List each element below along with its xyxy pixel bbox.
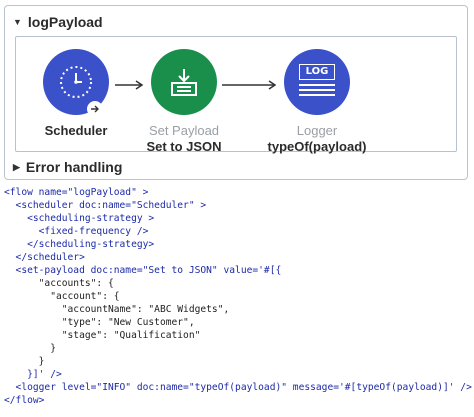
flow-canvas: ▼ logPayload Sch (4, 5, 468, 180)
code-line: <flow name="logPayload" > (4, 187, 149, 198)
code-line: "accountName": "ABC Widgets", (4, 304, 230, 315)
set-payload-icon (151, 49, 217, 115)
flow-box: Scheduler Set Payload Set (15, 36, 457, 155)
collapse-triangle-icon[interactable]: ▼ (13, 17, 22, 27)
log-glyph: LOG (299, 64, 335, 100)
node-title: Logger (296, 123, 338, 138)
source-arrow-icon (87, 101, 103, 117)
flow-name: logPayload (27, 14, 103, 30)
code-line: </flow> (4, 395, 45, 406)
flow-arrow (222, 80, 277, 90)
code-line: <logger level="INFO" doc:name="typeOf(pa… (4, 382, 472, 393)
code-line: <set-payload doc:name="Set to JSON" valu… (4, 265, 282, 276)
error-handling-row[interactable]: ▶ Error handling (13, 159, 122, 175)
node-scheduler[interactable]: Scheduler (16, 49, 136, 139)
code-line: <scheduling-strategy > (4, 213, 155, 224)
log-icon: LOG (284, 49, 350, 115)
code-line: <fixed-frequency /> (4, 226, 149, 237)
node-label: Logger typeOf(payload) (257, 123, 377, 155)
error-handling-label: Error handling (25, 159, 123, 175)
code-line: <scheduler doc:name="Scheduler" > (4, 200, 207, 211)
node-logger[interactable]: LOG Logger typeOf(payload) (257, 49, 377, 155)
node-title: Set Payload (148, 123, 220, 138)
flow-header[interactable]: ▼ logPayload (13, 14, 103, 30)
code-line: "account": { (4, 291, 120, 302)
code-line: "stage": "Qualification" (4, 330, 201, 341)
xml-code-block: <flow name="logPayload" > <scheduler doc… (4, 186, 472, 407)
clock-icon (43, 49, 109, 117)
code-line: }]' /> (4, 369, 62, 380)
code-line: "accounts": { (4, 278, 114, 289)
node-subtitle: Set to JSON (146, 139, 222, 154)
node-set-payload[interactable]: Set Payload Set to JSON (124, 49, 244, 155)
node-subtitle: typeOf(payload) (267, 139, 367, 154)
code-line: </scheduling-strategy> (4, 239, 155, 250)
node-title: Scheduler (44, 123, 108, 138)
code-line: } (4, 356, 45, 367)
code-line: } (4, 343, 56, 354)
expand-triangle-icon[interactable]: ▶ (13, 161, 20, 172)
log-text: LOG (299, 64, 335, 80)
flow-arrow (115, 80, 144, 90)
code-line: </scheduler> (4, 252, 85, 263)
code-line: "type": "New Customer", (4, 317, 195, 328)
node-label: Set Payload Set to JSON (124, 123, 244, 155)
